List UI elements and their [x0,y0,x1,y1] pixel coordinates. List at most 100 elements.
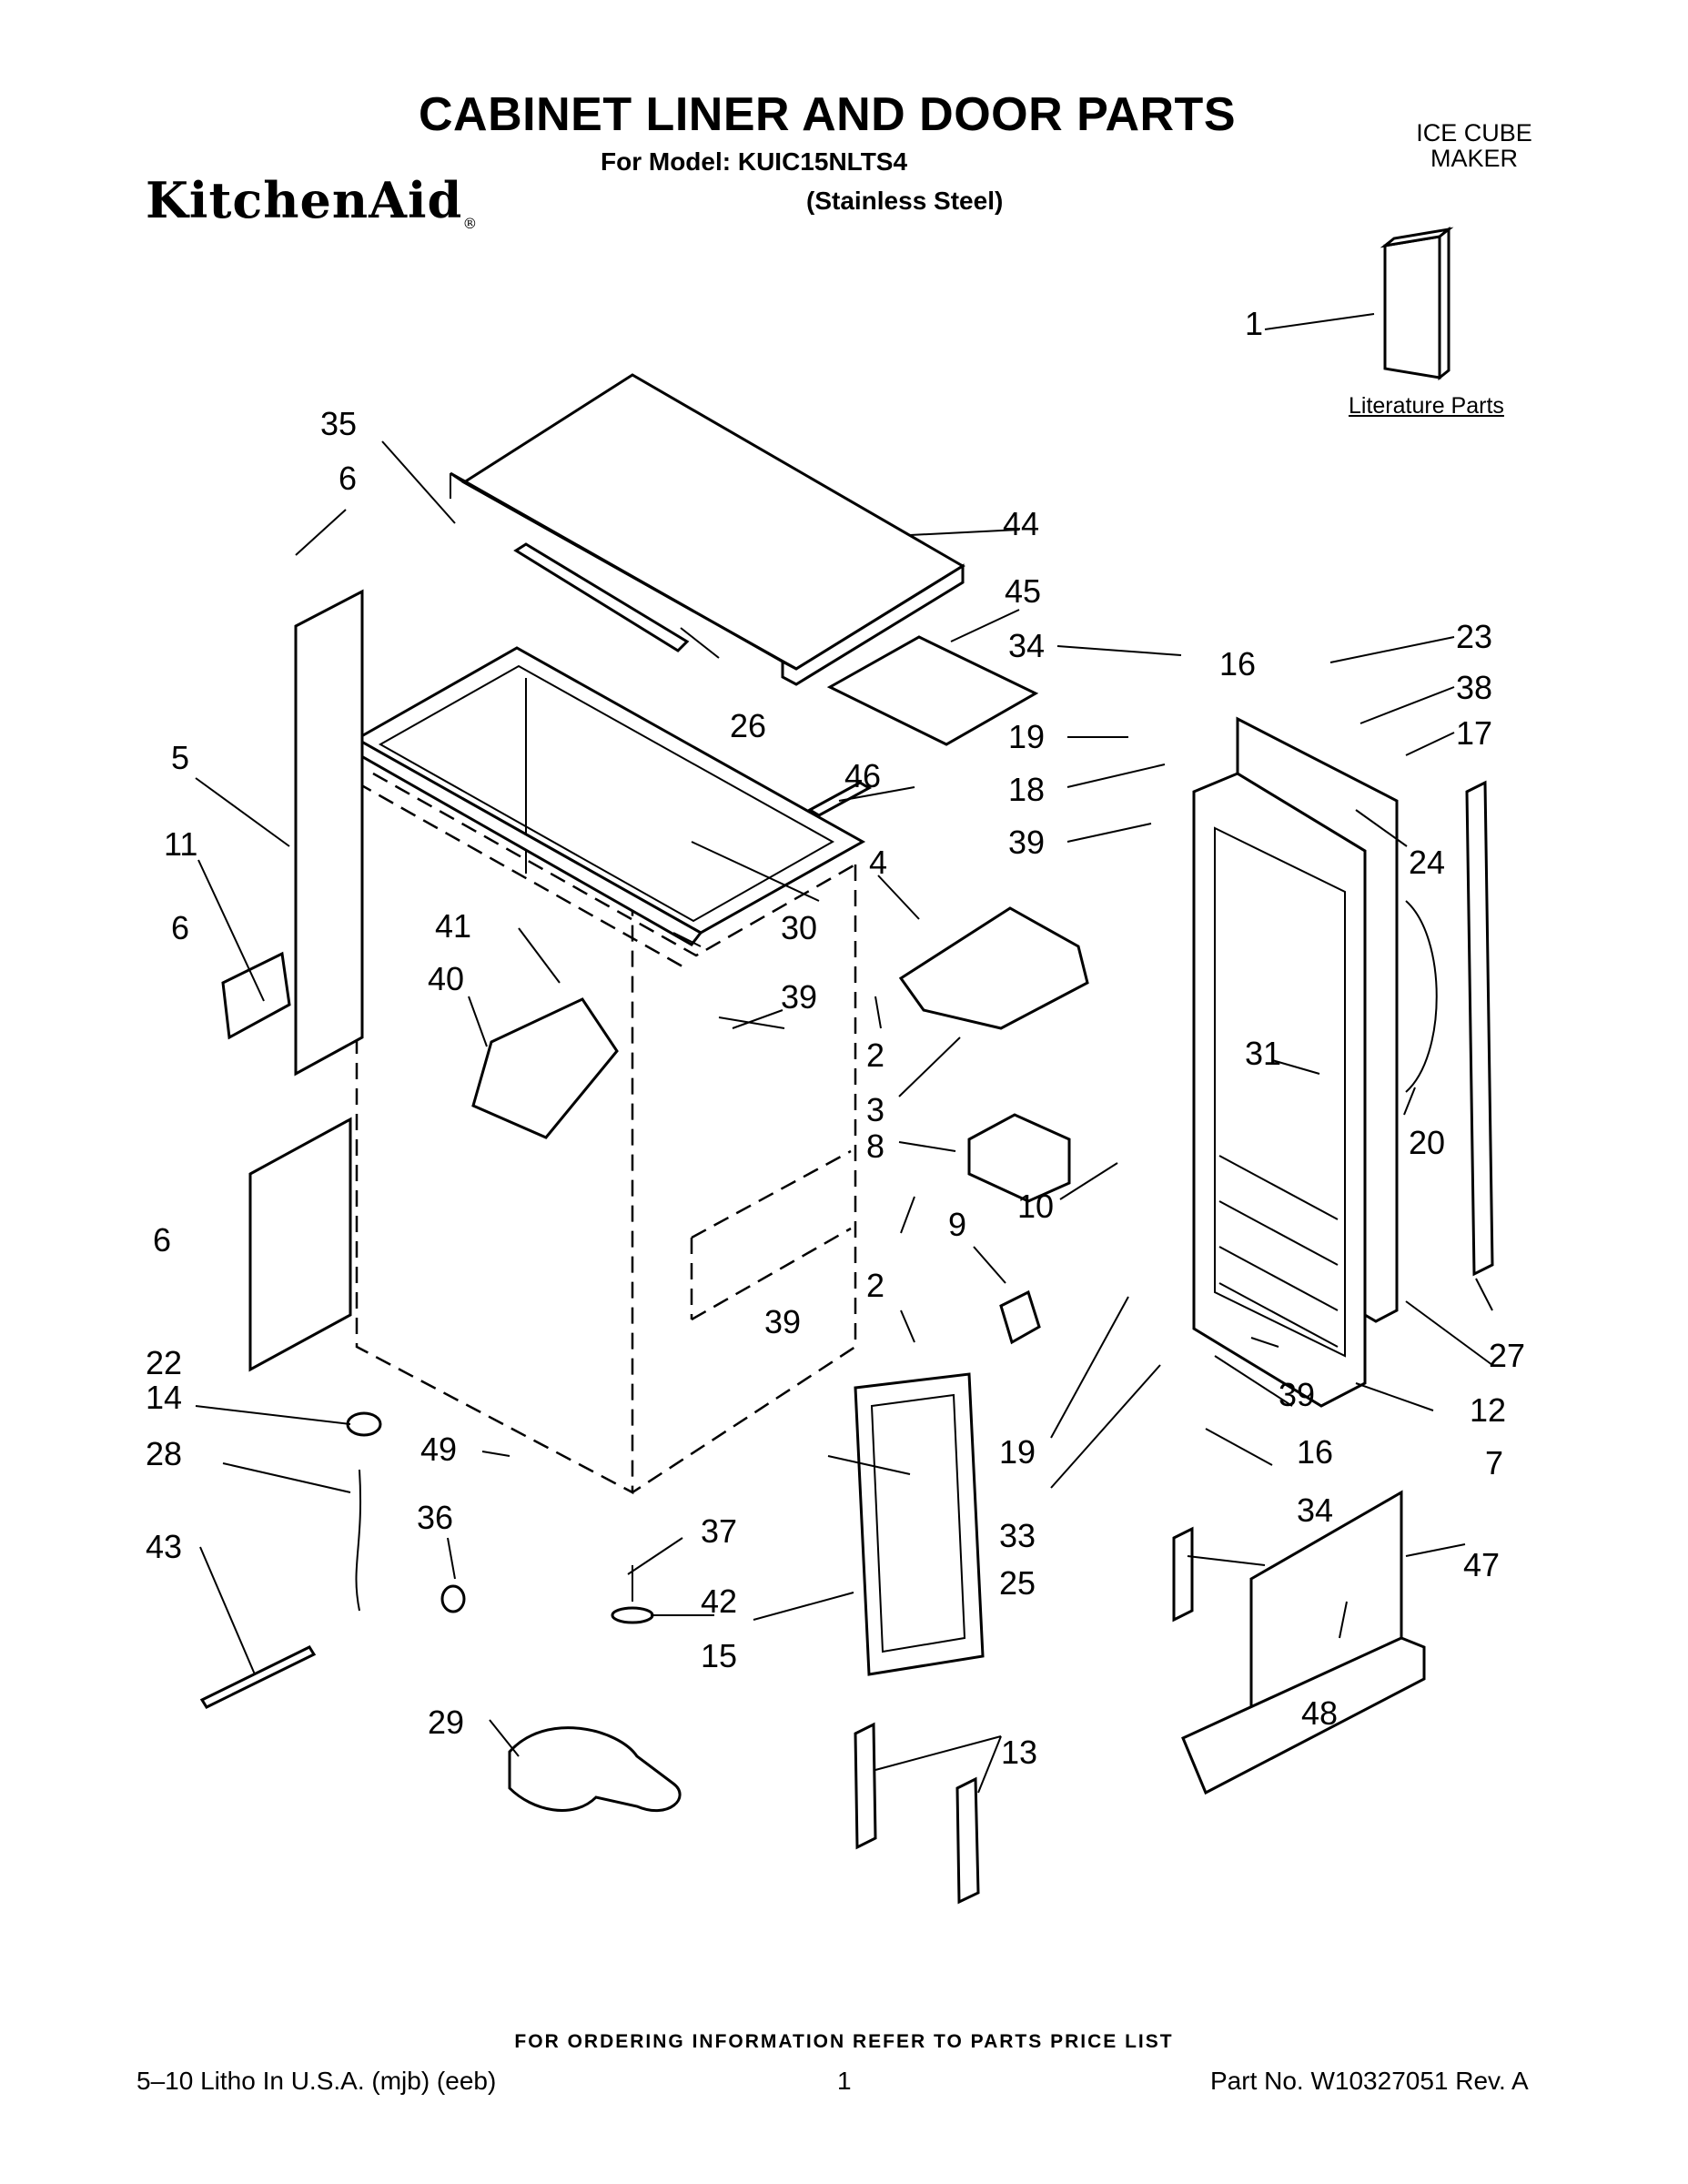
callout-25: 25 [999,1564,1036,1602]
grommet-plug [440,1584,466,1613]
door-frame [854,1372,985,1676]
liner-strip [806,781,873,817]
ordering-information: FOR ORDERING INFORMATION REFER TO PARTS … [514,2031,1174,2052]
cable-tie [199,1645,317,1709]
brand-logo: KitchenAid® [146,171,478,232]
callout-16: 16 [1219,645,1256,682]
callout-34: 34 [1008,627,1045,664]
callout-22: 22 [146,1344,182,1381]
callout-12: 12 [1470,1391,1506,1429]
category-line-1: ICE CUBE [1416,119,1532,147]
callout-14: 14 [146,1379,182,1416]
hose-clamp [346,1411,382,1437]
brand-name: KitchenAid [146,171,463,229]
callout-6: 6 [153,1221,171,1259]
top-cover [450,373,965,686]
callout-20: 20 [1409,1124,1445,1161]
callout-27: 27 [1489,1337,1525,1374]
callout-19: 19 [999,1433,1036,1471]
door-seal-channel-a [854,1722,877,1850]
callout-5: 5 [171,739,189,776]
door-handle [1405,900,1438,1093]
callout-33: 33 [999,1517,1036,1554]
leveling-leg [611,1565,654,1624]
insulation-pad [826,635,1039,746]
pump-housing [967,1113,1071,1203]
callout-23: 23 [1456,618,1492,655]
grille-panel [1181,1490,1426,1795]
model-variant: (Stainless Steel) [806,187,1004,215]
brand-registered-mark: ® [462,214,479,232]
product-category: ICE CUBE MAKER [1392,120,1556,171]
callout-8: 8 [866,1127,884,1165]
callout-42: 42 [701,1582,737,1620]
literature-booklet [1380,226,1454,381]
page-title: CABINET LINER AND DOOR PARTS [419,88,1236,141]
callout-39: 39 [1279,1376,1315,1413]
callout-26: 26 [730,707,766,744]
door-gasket-strip [1465,780,1494,1277]
part-number: Part No. W10327051 Rev. A [1210,2067,1529,2095]
callout-35: 35 [320,405,357,442]
callout-44: 44 [1003,505,1039,542]
callout-40: 40 [428,960,464,997]
callout-30: 30 [781,909,817,946]
callout-45: 45 [1005,572,1041,610]
callout-31: 31 [1245,1035,1281,1072]
door-seal-channel-b [955,1776,980,1905]
callout-48: 48 [1301,1694,1338,1732]
callout-29: 29 [428,1704,464,1741]
page-number: 1 [837,2067,852,2095]
callout-labels: 1 35 6 44 45 34 16 23 38 17 19 18 39 46 … [146,305,1525,1771]
category-line-2: MAKER [1430,145,1519,172]
callout-15: 15 [701,1637,737,1674]
leader-lines [195,313,1493,1794]
callout-41: 41 [435,907,471,945]
callout-2: 2 [866,1267,884,1304]
cabinet-hinge [221,951,291,1040]
callout-46: 46 [844,757,881,794]
callout-13: 13 [1001,1734,1037,1771]
ice-scoop [508,1726,682,1813]
callout-39: 39 [781,978,817,1016]
callout-34: 34 [1297,1491,1333,1529]
literature-parts-label: Literature Parts [1349,393,1504,419]
top-rail [513,542,690,652]
side-shield [248,1117,352,1372]
litho-code: 5–10 Litho In U.S.A. (mjb) (eeb) [136,2067,497,2095]
callout-9: 9 [948,1206,966,1243]
callout-36: 36 [417,1499,453,1536]
callout-47: 47 [1463,1546,1500,1583]
callout-10: 10 [1017,1188,1054,1225]
callout-6: 6 [171,909,189,946]
callout-39: 39 [764,1303,801,1340]
drain-hose [355,1469,362,1612]
callout-37: 37 [701,1512,737,1550]
callout-39: 39 [1008,824,1045,861]
callout-19: 19 [1008,718,1045,755]
door-skin [1236,716,1399,1323]
callout-43: 43 [146,1528,182,1565]
callout-16: 16 [1297,1433,1333,1471]
door-switch [999,1289,1041,1345]
evaporator-bracket [471,997,619,1139]
callout-17: 17 [1456,714,1492,752]
callout-4: 4 [869,844,887,881]
callout-28: 28 [146,1435,182,1472]
callout-38: 38 [1456,669,1492,706]
callout-6: 6 [339,460,357,497]
door-assembly [1192,772,1367,1408]
callout-1: 1 [1245,305,1263,342]
grille-bracket [1172,1526,1194,1623]
callout-11: 11 [164,825,197,863]
callout-2: 2 [866,1036,884,1074]
callout-7: 7 [1485,1444,1503,1481]
callout-18: 18 [1008,771,1045,808]
callout-3: 3 [866,1091,884,1128]
ice-chute [898,906,1089,1030]
side-panel [294,589,364,1077]
callout-24: 24 [1409,844,1445,881]
cabinet-liner [353,646,866,1495]
callout-49: 49 [420,1431,457,1468]
